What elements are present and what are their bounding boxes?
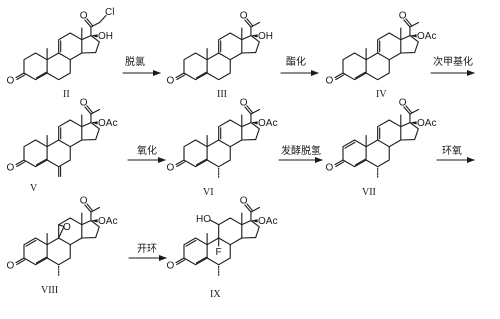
compound-V-ketone-o: O — [7, 163, 15, 174]
step-7-label: 开环 — [137, 244, 157, 255]
compound-VI-label: VI — [203, 187, 214, 198]
compound-VII-label: VII — [362, 187, 376, 198]
compound-VIII-o1: O — [80, 195, 88, 206]
step-2-label: 酯化 — [286, 55, 306, 68]
compound-VIII-ketone-o: O — [7, 261, 15, 272]
compound-IX-ketone-o: O — [167, 261, 175, 272]
compound-VIII: O O OAc O VIII — [7, 195, 118, 296]
compound-IX-f: F — [216, 247, 222, 258]
compound-II-ketone-o: O — [7, 76, 15, 87]
compound-IX-ho: HO — [196, 214, 211, 225]
step-4-label: 氧化 — [137, 144, 157, 157]
compound-II: O O Cl OH II — [7, 7, 115, 100]
step-1-label: 脱氯 — [125, 55, 145, 68]
compound-VIII-oac: OAc — [98, 216, 117, 227]
compound-IV-o1: O — [399, 10, 407, 21]
compound-II-cl: Cl — [105, 7, 114, 18]
compound-III-o1: O — [240, 10, 248, 21]
compound-VII-ketone-o: O — [326, 163, 334, 174]
compound-V-label: V — [30, 183, 38, 194]
compound-VI-ketone-o: O — [167, 163, 175, 174]
compound-IV-oac: OAc — [417, 31, 436, 42]
compound-IX: O O OAc HO F IX — [167, 195, 278, 300]
compound-III-ketone-o: O — [167, 76, 175, 87]
compound-II-o1: O — [80, 10, 88, 21]
compound-IX-oac: OAc — [258, 216, 277, 227]
compound-VI-oac: OAc — [258, 118, 277, 129]
compound-III: O O OH III — [167, 10, 274, 100]
compound-V: O O OAc V — [7, 97, 118, 194]
compound-IV: O O OAc IV — [326, 10, 437, 100]
compound-III-label: III — [217, 89, 227, 100]
compound-VII-o1: O — [399, 97, 407, 108]
compound-III-oh: OH — [258, 31, 273, 42]
compound-IX-label: IX — [210, 289, 221, 300]
compound-VI: O O OAc VI — [167, 97, 278, 198]
compound-VI-o1: O — [240, 97, 248, 108]
compound-VII: O O OAc VII — [326, 97, 437, 198]
compound-II-oh: OH — [98, 31, 113, 42]
compound-IX-o1: O — [240, 195, 248, 206]
step-3-label: 次甲基化 — [433, 55, 473, 68]
step-5-label: 发酵脱氢 — [281, 144, 321, 157]
compound-VII-oac: OAc — [417, 118, 436, 129]
step-6-label: 环氧 — [442, 144, 462, 157]
compound-IV-label: IV — [376, 89, 387, 100]
compound-IV-ketone-o: O — [326, 76, 334, 87]
compound-V-o1: O — [80, 97, 88, 108]
compound-V-oac: OAc — [98, 118, 117, 129]
compound-II-label: II — [63, 89, 70, 100]
compound-VIII-label: VIII — [41, 285, 58, 296]
compound-VIII-epoxide-o: O — [63, 222, 71, 233]
